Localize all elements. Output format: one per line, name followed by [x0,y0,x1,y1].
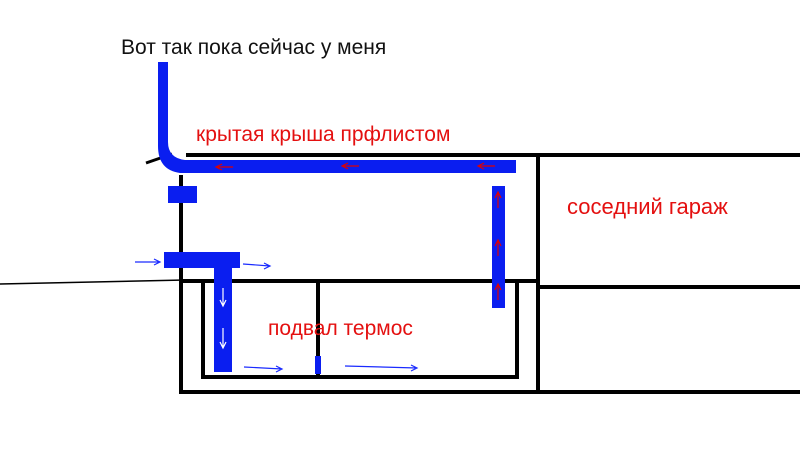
supply-pipe [164,252,240,372]
exhaust-pipe [158,62,516,203]
airflow-arrows-red [214,162,502,300]
diagram-title: Вот так пока сейчас у меня [121,36,387,59]
airflow-arrows-blue [135,258,419,373]
neighbor-garage-label: соседний гараж [567,194,728,219]
neighbor-garage-outline [538,153,800,394]
cellar-label: подвал термос [268,317,413,340]
cellar-vent [315,356,321,374]
ground-line [0,279,186,285]
airflow-arrows-white [219,288,227,350]
roof-label: крытая крыша прфлистом [196,123,451,146]
garage-outline [179,153,540,394]
